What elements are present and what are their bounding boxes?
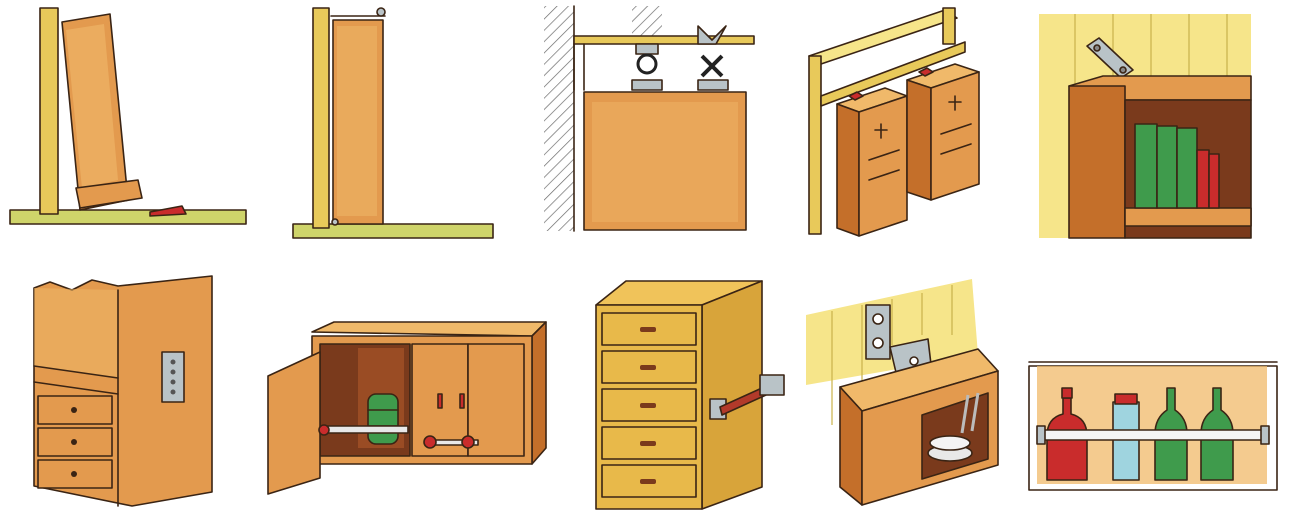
panel-stacked-cabinets bbox=[22, 270, 222, 510]
door-with-floor-wedge-icon bbox=[0, 0, 255, 250]
panel-cupboard-bar bbox=[262, 318, 552, 498]
panel-door-closed bbox=[285, 0, 500, 250]
stacked-cabinets-plate-icon bbox=[22, 270, 222, 510]
bottle-shelf-rail-icon bbox=[1025, 358, 1280, 503]
hanging-boxes-icon bbox=[795, 0, 995, 250]
panel-drawer-strap bbox=[592, 275, 792, 515]
drawer-strap-icon bbox=[592, 275, 792, 515]
panel-hanging-boxes bbox=[795, 0, 995, 250]
panel-sliding-rollers bbox=[540, 0, 765, 250]
ceiling-rail-rollers-icon bbox=[540, 0, 765, 250]
door-closed-icon bbox=[285, 0, 500, 250]
cupboard-bar-icon bbox=[262, 318, 552, 498]
panel-bookshelf bbox=[1035, 0, 1260, 250]
panel-door-stopper bbox=[0, 0, 255, 250]
panel-bottle-shelf bbox=[1025, 358, 1280, 503]
panel-corner-bracket bbox=[802, 275, 1017, 515]
corner-bracket-cabinet-icon bbox=[802, 275, 1017, 515]
bookshelf-bracket-icon bbox=[1035, 0, 1260, 250]
